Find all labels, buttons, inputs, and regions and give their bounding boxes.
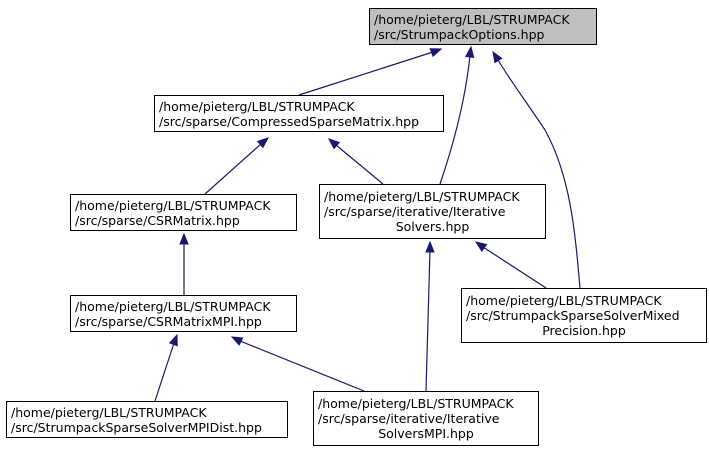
node-line: /home/pieterg/LBL/STRUMPACK	[11, 404, 207, 420]
edge-layer	[154, 45, 581, 402]
arrowhead-icon	[230, 336, 244, 346]
edge-n3-to-n0	[439, 54, 471, 185]
node-line: /home/pieterg/LBL/STRUMPACK	[374, 11, 570, 27]
node-line: /src/sparse/iterative/Iterative	[324, 204, 506, 219]
arrowhead-icon	[327, 138, 341, 150]
node-line: SolversMPI.hpp	[378, 426, 474, 441]
node-strumpack-options: /home/pieterg/LBL/STRUMPACK /src/Strumpa…	[369, 8, 597, 45]
node-line: /home/pieterg/LBL/STRUMPACK	[75, 197, 271, 213]
node-line: /home/pieterg/LBL/STRUMPACK	[75, 298, 271, 314]
arrowhead-icon	[425, 240, 435, 253]
node-line: Precision.hpp	[542, 323, 626, 338]
node-line: /src/sparse/CSRMatrix.hpp	[75, 212, 240, 228]
edge-n2-to-n1	[204, 142, 263, 195]
node-line: /src/sparse/CompressedSparseMatrix.hpp	[159, 113, 420, 129]
node-sparse-solver-mpi-dist[interactable]: /home/pieterg/LBL/STRUMPACK /src/Strumpa…	[6, 401, 288, 438]
node-csr-matrix-mpi[interactable]: /home/pieterg/LBL/STRUMPACK /src/sparse/…	[70, 295, 297, 332]
node-line: /home/pieterg/LBL/STRUMPACK	[324, 189, 520, 204]
node-iterative-solvers-mpi[interactable]: /home/pieterg/LBL/STRUMPACK /src/sparse/…	[313, 391, 539, 446]
node-line: /src/sparse/iterative/Iterative	[318, 411, 500, 426]
arrowhead-icon	[168, 333, 178, 347]
edge-n5-to-n3	[482, 246, 547, 289]
node-sparse-solver-mixed-precision[interactable]: /home/pieterg/LBL/STRUMPACK /src/Strumpa…	[461, 288, 707, 343]
edge-n7-to-n4	[239, 340, 365, 392]
arrowhead-icon	[474, 241, 488, 252]
node-csr-matrix[interactable]: /home/pieterg/LBL/STRUMPACK /src/sparse/…	[70, 194, 297, 231]
node-line: /home/pieterg/LBL/STRUMPACK	[159, 98, 355, 114]
edge-n7-to-n3	[425, 249, 431, 392]
node-line: Solvers.hpp	[395, 219, 470, 234]
arrowhead-icon	[492, 50, 503, 64]
node-line: /home/pieterg/LBL/STRUMPACK	[318, 396, 514, 411]
node-line: /src/StrumpackOptions.hpp	[374, 26, 545, 42]
node-line: /src/StrumpackSparseSolverMixed	[466, 308, 680, 323]
node-line: /src/StrumpackSparseSolverMPIDist.hpp	[11, 419, 262, 435]
edge-n1-to-n0	[298, 51, 434, 96]
arrowhead-icon	[429, 48, 443, 58]
edge-n3-to-n1	[335, 144, 384, 185]
arrowhead-icon	[464, 45, 475, 59]
node-line: /home/pieterg/LBL/STRUMPACK	[466, 293, 662, 308]
edge-n5-to-n0	[497, 59, 581, 289]
arrowhead-icon	[179, 232, 189, 245]
arrowhead-icon	[256, 137, 270, 149]
edge-n6-to-n4	[154, 342, 175, 402]
node-compressed-sparse-matrix[interactable]: /home/pieterg/LBL/STRUMPACK /src/sparse/…	[154, 95, 444, 132]
node-iterative-solvers[interactable]: /home/pieterg/LBL/STRUMPACK /src/sparse/…	[319, 184, 546, 239]
node-line: /src/sparse/CSRMatrixMPI.hpp	[75, 313, 262, 329]
